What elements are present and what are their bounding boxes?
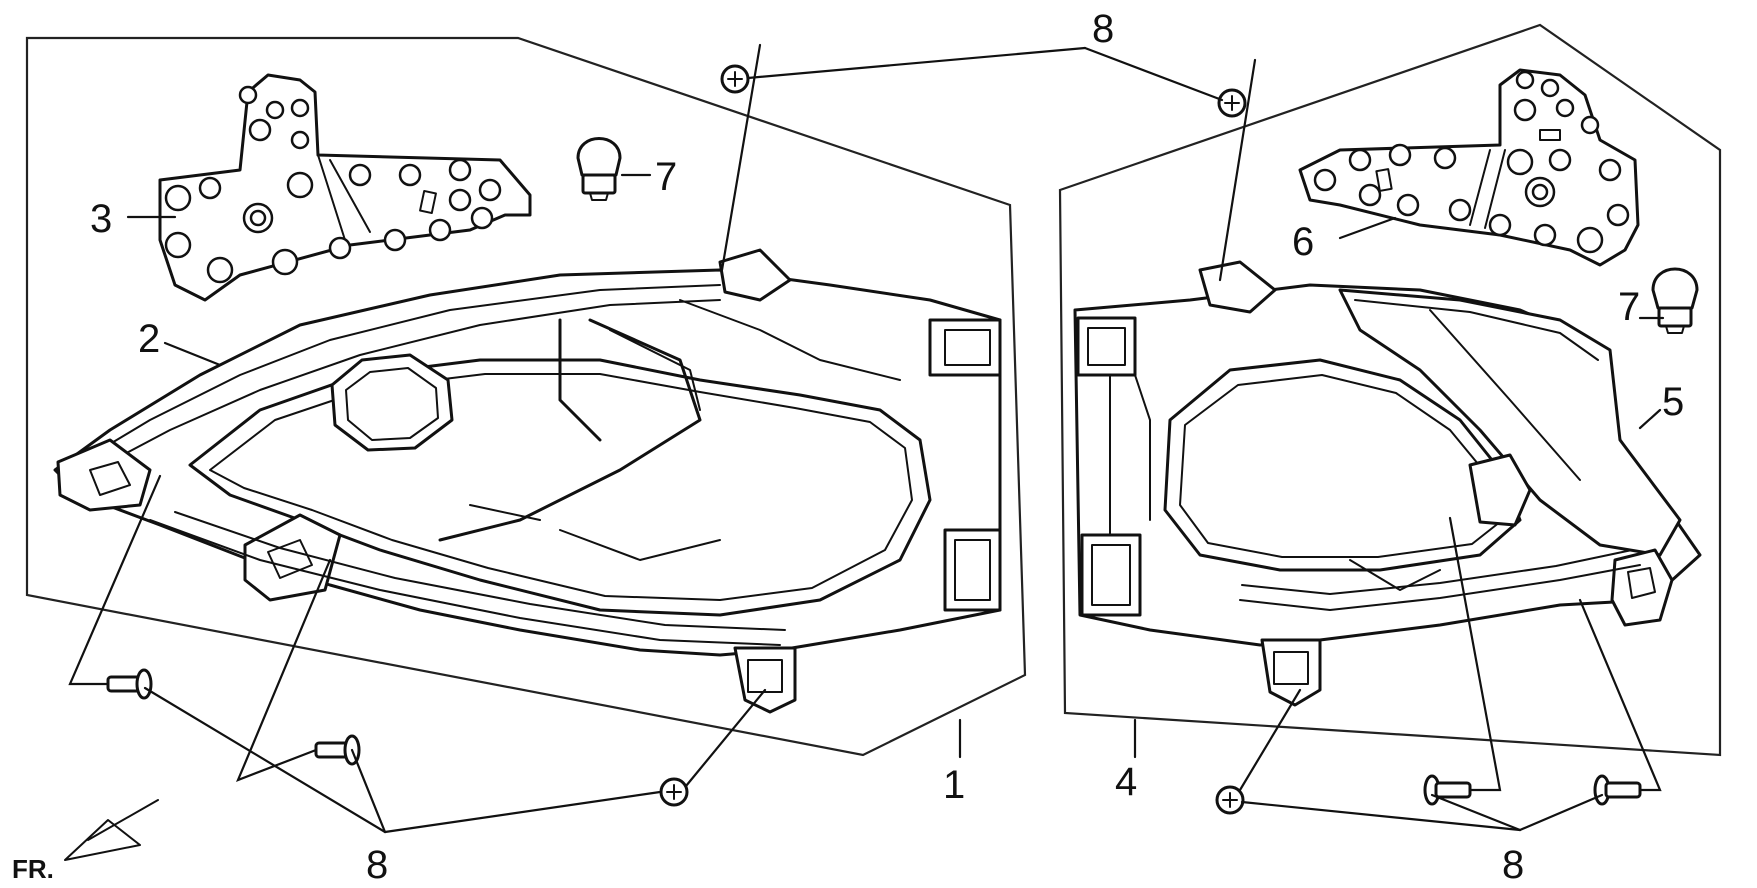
part-label-5: 5 <box>1662 380 1684 424</box>
right-mount-block-lower <box>1080 533 1142 617</box>
right-led-board <box>1298 68 1640 267</box>
right-bottom-post <box>1260 638 1322 707</box>
part-label-6: 6 <box>1292 220 1314 264</box>
part-label-7-right: 7 <box>1618 285 1640 329</box>
part-label-8-bottom-left: 8 <box>366 843 388 887</box>
left-top-tab <box>718 248 792 302</box>
left-mount-block-upper <box>928 318 1002 377</box>
part-label-2: 2 <box>138 317 160 361</box>
left-bottom-post <box>733 646 797 714</box>
front-direction-label: FR. <box>12 854 54 884</box>
rivet-icon <box>1593 774 1642 806</box>
right-lens <box>1338 288 1682 557</box>
left-lower-lug <box>243 513 342 602</box>
part-label-8-top: 8 <box>1092 7 1114 51</box>
left-end-lug <box>56 438 152 512</box>
left-assembly-outline <box>25 36 1027 757</box>
screw-icon <box>720 64 750 94</box>
part-label-7-left: 7 <box>655 155 677 199</box>
leader-8-bottom-left <box>143 686 387 834</box>
screw-icon <box>1215 785 1245 815</box>
part-label-3: 3 <box>90 197 112 241</box>
left-tail-light-housing <box>53 248 1002 714</box>
bulb-icon <box>1651 267 1699 334</box>
part-label-1: 1 <box>943 763 965 807</box>
front-arrow-icon <box>64 799 159 861</box>
right-side-lug <box>1468 453 1532 527</box>
right-top-tab <box>1198 260 1277 314</box>
left-led-board <box>158 73 532 302</box>
left-mount-block-lower <box>943 528 1002 612</box>
screw-icon <box>659 777 689 807</box>
right-assembly-outline <box>1058 23 1722 757</box>
screw-icon <box>1217 88 1247 118</box>
leader-8-top <box>746 46 1087 80</box>
bulb-icon <box>576 137 622 201</box>
part-label-8-bottom-right: 8 <box>1502 843 1524 887</box>
right-tail-light-housing <box>1073 260 1702 707</box>
right-mount-block-upper <box>1076 316 1137 377</box>
rivet-icon <box>1423 774 1472 806</box>
part-label-4: 4 <box>1115 760 1137 804</box>
leader-8-bottom-right <box>1240 800 1522 832</box>
right-end-lug <box>1610 548 1674 627</box>
rivet-icon <box>106 668 153 700</box>
